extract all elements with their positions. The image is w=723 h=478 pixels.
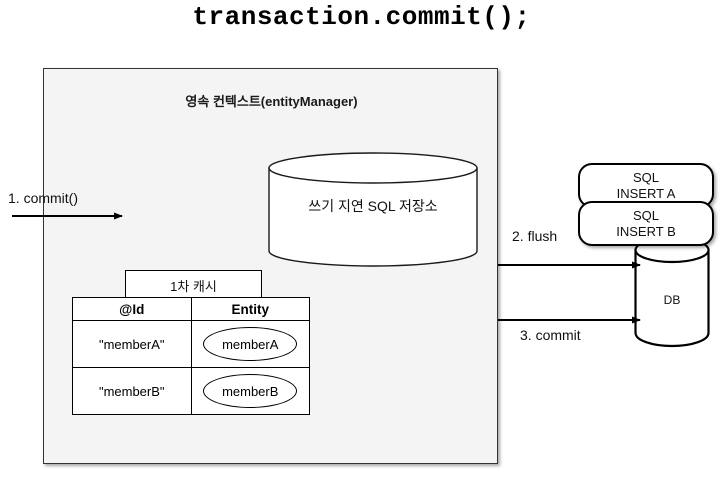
sql-insert-a-line2: INSERT A [616, 186, 676, 202]
sql-insert-b-line1: SQL [632, 208, 659, 223]
step-2-label: 2. flush [512, 228, 558, 244]
sql-store-cylinder-shape [268, 152, 478, 267]
column-header-id: @Id [72, 297, 192, 321]
step-3-label: 3. commit [520, 327, 581, 343]
table-row: "memberA" memberA [72, 320, 310, 368]
sql-insert-b-box: SQL INSERT B [578, 201, 714, 246]
table-row: "memberB" memberB [72, 367, 310, 415]
first-level-cache-tab-label: 1차 캐시 [170, 279, 217, 294]
sql-insert-a-box: SQL INSERT A [578, 163, 714, 208]
cache-key-cell: "memberA" [72, 320, 192, 368]
step-1-label: 1. commit() [8, 190, 78, 206]
sql-insert-b-line2: INSERT B [616, 224, 676, 240]
sql-insert-a-line1: SQL [632, 170, 659, 185]
cache-key-cell: "memberB" [72, 367, 192, 415]
first-level-cache-tab: 1차 캐시 [125, 270, 262, 298]
table-header-row: @Id Entity [72, 297, 310, 321]
sql-store-label: 쓰기 지연 SQL 저장소 [308, 198, 438, 214]
entity-oval: memberA [203, 327, 298, 361]
column-header-entity: Entity [190, 297, 310, 321]
page-title: transaction.commit(); [192, 2, 531, 32]
database-label: DB [663, 293, 681, 307]
cache-entity-cell: memberA [190, 320, 310, 368]
entity-oval: memberB [203, 374, 298, 408]
cache-entity-cell: memberB [190, 367, 310, 415]
persistence-context-title: 영속 컨텍스트(entityManager) [185, 94, 358, 109]
first-level-cache-table: @Id Entity "memberA" memberA "memberB" m… [72, 297, 310, 415]
